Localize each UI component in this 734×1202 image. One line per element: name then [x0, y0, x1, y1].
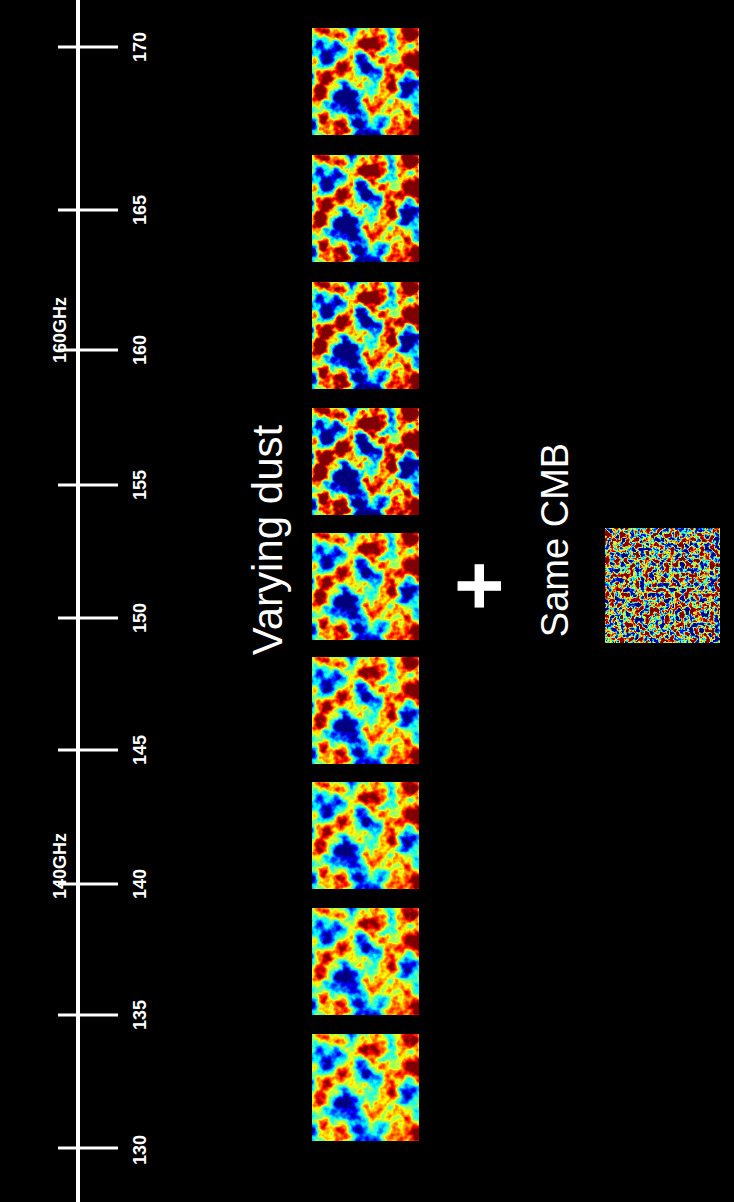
plus-sign: + [435, 561, 521, 611]
dust-map-image [312, 408, 419, 515]
dust-map-image [312, 155, 419, 262]
axis-ticks [58, 47, 118, 1148]
tick-label: 135 [131, 1000, 149, 1030]
dust-map [312, 282, 419, 389]
tick-label: 165 [131, 195, 149, 225]
dust-map [312, 1034, 419, 1141]
map-group-label: Same CMB [536, 443, 574, 637]
dust-map-image [312, 282, 419, 389]
tick-label: 155 [131, 470, 149, 500]
tick-mark [58, 749, 118, 752]
dust-map-image [312, 782, 419, 889]
tick-label: 130 [131, 1135, 149, 1165]
tick-label: 145 [131, 735, 149, 765]
tick-label: 170 [131, 32, 149, 62]
dust-map [312, 533, 419, 640]
tick-mark [58, 484, 118, 487]
tick-label: 150 [131, 603, 149, 633]
band-label: 140GHz [51, 833, 69, 899]
tick-mark [58, 1147, 118, 1150]
axis-line [76, 0, 80, 1202]
dust-map [312, 782, 419, 889]
cmb-map [605, 528, 720, 643]
dust-map-image [312, 533, 419, 640]
dust-map [312, 908, 419, 1015]
tick-mark [58, 46, 118, 49]
tick-mark [58, 617, 118, 620]
tick-mark [58, 1014, 118, 1017]
dust-map-image [312, 908, 419, 1015]
tick-mark [58, 209, 118, 212]
tick-label: 140 [131, 869, 149, 899]
dust-map [312, 28, 419, 135]
cmb-map-image [605, 528, 720, 643]
dust-map-image [312, 28, 419, 135]
dust-map-image [312, 1034, 419, 1141]
band-label: 160GHz [51, 297, 69, 363]
map-group-label: Varying dust [247, 425, 289, 655]
dust-map [312, 408, 419, 515]
dust-map [312, 155, 419, 262]
tick-label: 160 [131, 335, 149, 365]
dust-map [312, 657, 419, 764]
dust-map-image [312, 657, 419, 764]
